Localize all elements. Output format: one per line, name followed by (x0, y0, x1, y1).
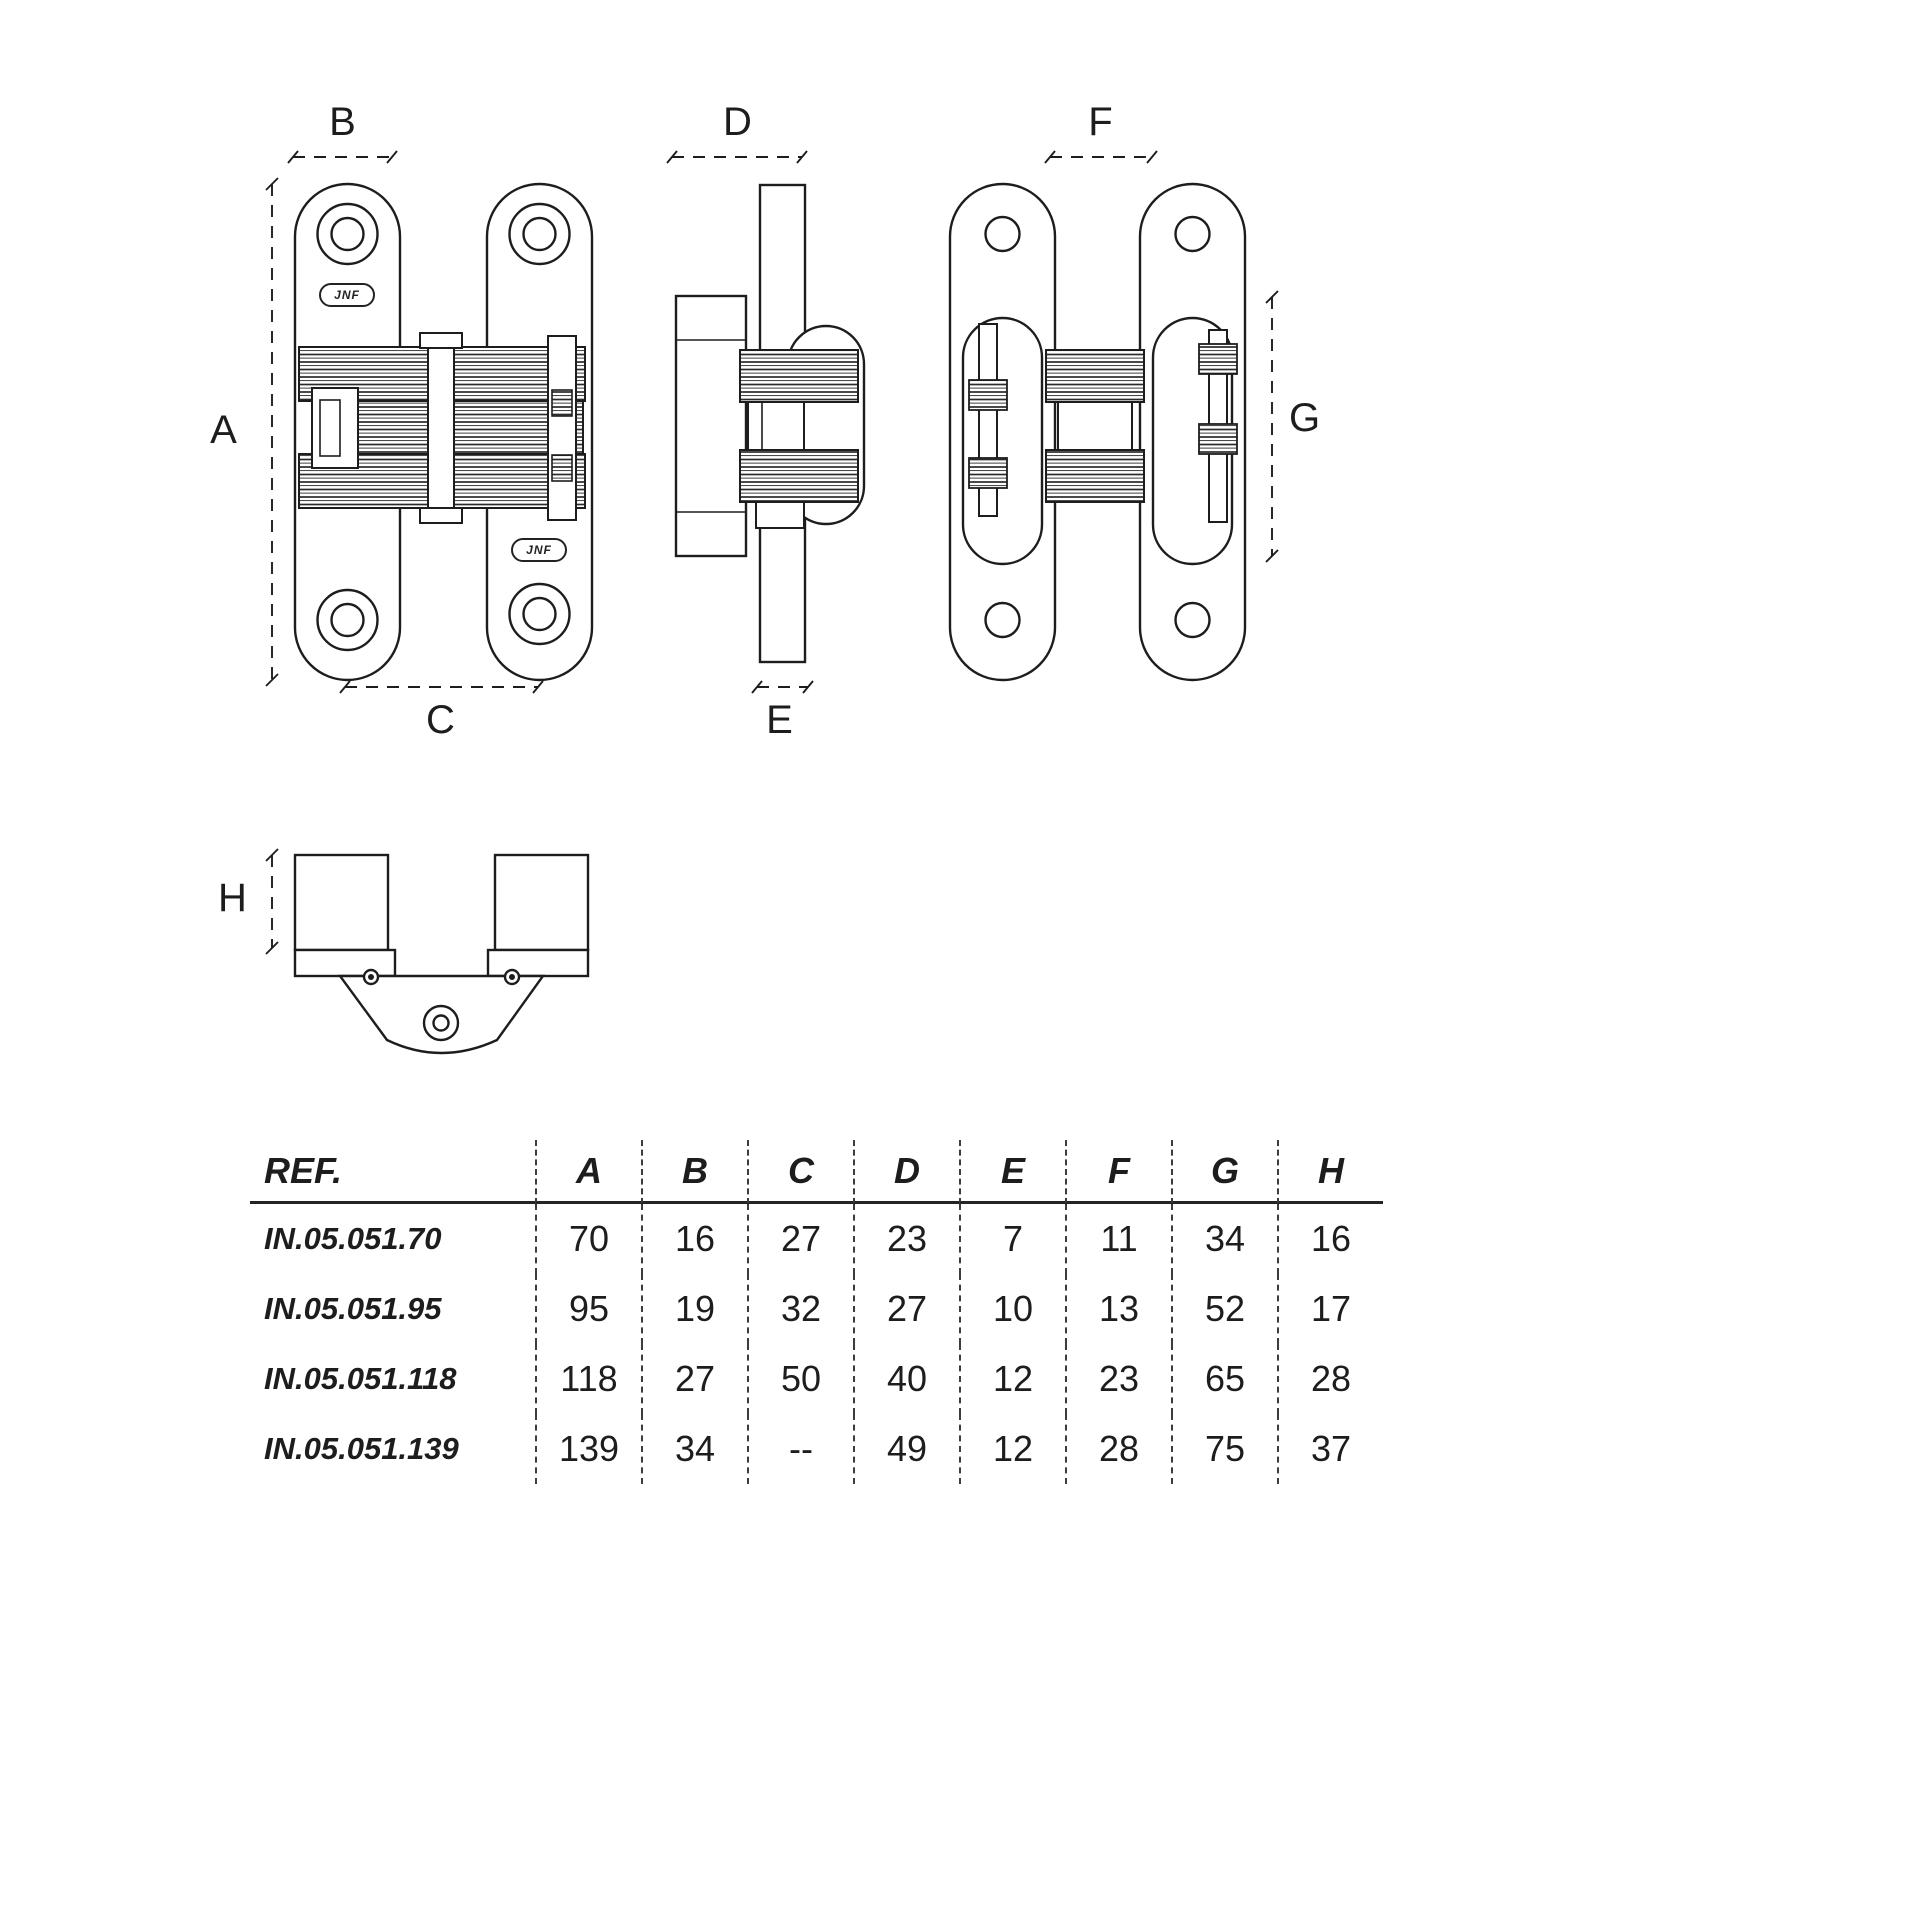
brand-logo: JNF (319, 283, 375, 307)
table-cell: 13 (1065, 1274, 1171, 1344)
dimension-lines (265, 150, 1279, 955)
table-header-e: E (959, 1140, 1065, 1204)
dimensions-table: REF. A B C D E F G H IN.05.051.70 70 16 … (250, 1140, 1383, 1484)
table-cell: 52 (1171, 1274, 1277, 1344)
table-cell: 12 (959, 1344, 1065, 1414)
table-cell: 10 (959, 1274, 1065, 1344)
table-cell: 27 (747, 1204, 853, 1274)
table-header-a: A (535, 1140, 641, 1204)
table-cell: 139 (535, 1414, 641, 1484)
dim-label-a: A (210, 408, 238, 452)
table-header-g: G (1171, 1140, 1277, 1204)
table-cell: 118 (535, 1344, 641, 1414)
dim-label-d: D (723, 100, 753, 144)
table-header-d: D (853, 1140, 959, 1204)
table-cell: 75 (1171, 1414, 1277, 1484)
table-cell: 7 (959, 1204, 1065, 1274)
table-cell: 11 (1065, 1204, 1171, 1274)
brand-logo-text: JNF (526, 543, 552, 557)
table-cell: 34 (641, 1414, 747, 1484)
table-row-ref: IN.05.051.118 (264, 1361, 457, 1396)
table-cell: 32 (747, 1274, 853, 1344)
table-row-ref: IN.05.051.70 (264, 1221, 442, 1256)
table-cell: 17 (1277, 1274, 1383, 1344)
table-cell: 49 (853, 1414, 959, 1484)
table-cell: 70 (535, 1204, 641, 1274)
back-view (948, 182, 1247, 682)
table-row-ref: IN.05.051.139 (264, 1431, 459, 1466)
table-row-ref: IN.05.051.95 (264, 1291, 442, 1326)
brand-logo: JNF (511, 538, 567, 562)
table-cell: 40 (853, 1344, 959, 1414)
table-cell: 23 (1065, 1344, 1171, 1414)
table-cell: 27 (853, 1274, 959, 1344)
table-cell: -- (747, 1414, 853, 1484)
table-cell: 28 (1065, 1414, 1171, 1484)
table-cell: 34 (1171, 1204, 1277, 1274)
table-cell: 23 (853, 1204, 959, 1274)
table-cell: 19 (641, 1274, 747, 1344)
table-cell: 27 (641, 1344, 747, 1414)
table-cell: 12 (959, 1414, 1065, 1484)
table-cell: 16 (641, 1204, 747, 1274)
dim-label-f: F (1088, 100, 1114, 144)
brand-logo-text: JNF (334, 288, 360, 302)
table-header-f: F (1065, 1140, 1171, 1204)
table-cell: 65 (1171, 1344, 1277, 1414)
dim-label-h: H (218, 876, 248, 920)
hinge-technical-drawing (265, 150, 1279, 1055)
table-cell: 37 (1277, 1414, 1383, 1484)
dim-label-e: E (766, 698, 794, 742)
table-cell: 28 (1277, 1344, 1383, 1414)
table-cell: 16 (1277, 1204, 1383, 1274)
dim-label-g: G (1288, 396, 1322, 440)
front-view (293, 182, 594, 682)
table-header-ref: REF. (250, 1140, 535, 1204)
folded-view (293, 853, 590, 1055)
table-header-h: H (1277, 1140, 1383, 1204)
table-cell: 95 (535, 1274, 641, 1344)
table-cell: 50 (747, 1344, 853, 1414)
table-header-b: B (641, 1140, 747, 1204)
dim-label-b: B (329, 100, 357, 144)
table-header-c: C (747, 1140, 853, 1204)
side-view (674, 183, 866, 664)
dim-label-c: C (426, 698, 456, 742)
